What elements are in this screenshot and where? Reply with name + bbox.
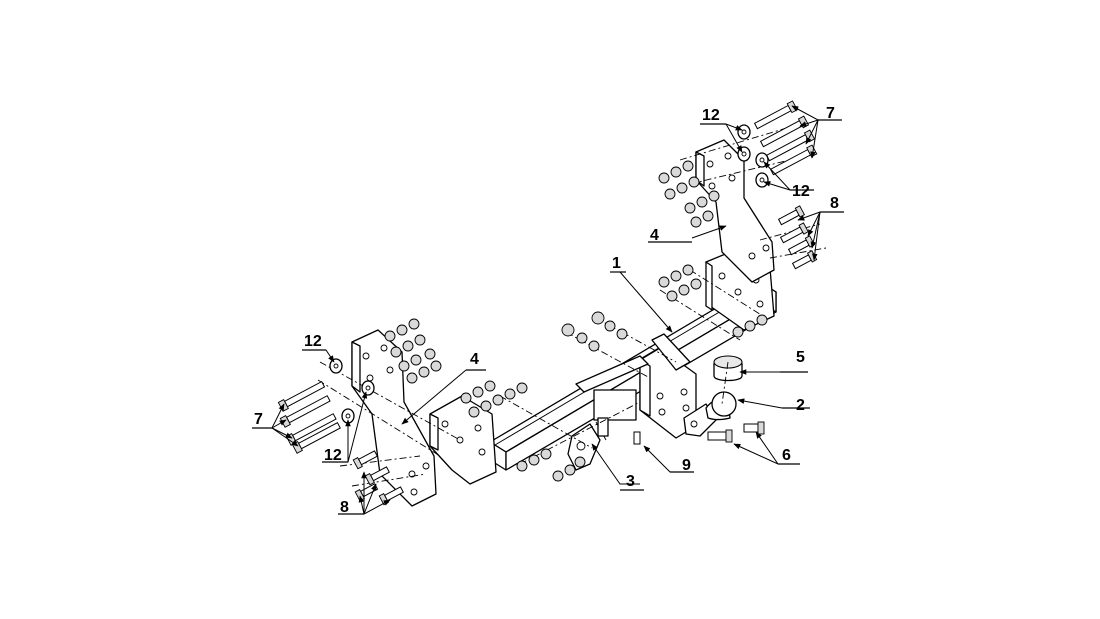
- nut-cluster-bottom: [516, 448, 586, 482]
- callout-8-right: 8: [830, 195, 839, 212]
- callout-12-top-left: 12: [304, 333, 322, 350]
- callout-8-left: 8: [340, 499, 349, 516]
- socket-bolt: [633, 431, 641, 445]
- callout-12-right-lower: 12: [792, 183, 810, 200]
- long-bolts-right: [753, 100, 818, 176]
- tow-ball-neck: [683, 391, 737, 437]
- nut-cluster-right-bracket: [658, 160, 720, 228]
- right-side-bracket: [695, 139, 775, 283]
- callout-4-right: 4: [650, 227, 659, 244]
- left-side-bracket: [351, 329, 437, 507]
- nut-cluster-left-plate: [460, 380, 528, 418]
- callout-3: 3: [626, 473, 635, 490]
- callout-12-bottom-left: 12: [324, 447, 342, 464]
- callout-4-left: 4: [470, 351, 479, 368]
- callout-1: 1: [612, 255, 621, 272]
- callout-5: 5: [796, 349, 805, 366]
- tow-ball-cap: [713, 355, 743, 382]
- nut-cluster-center: [561, 311, 628, 352]
- short-bolts-right: [777, 205, 818, 270]
- left-end-plate: [429, 395, 497, 485]
- nut-cluster-right-plate: [658, 264, 768, 338]
- callout-7-left: 7: [254, 411, 263, 428]
- washers-left: [329, 358, 375, 424]
- callout-2: 2: [796, 397, 805, 414]
- callout-7-right: 7: [826, 105, 835, 122]
- nut-cluster-left-bracket: [384, 318, 442, 384]
- short-bolts-left: [352, 450, 404, 506]
- long-bolts-left: [277, 380, 341, 454]
- callout-12-top-right: 12: [702, 107, 720, 124]
- callout-9: 9: [682, 457, 691, 474]
- callout-6: 6: [782, 447, 791, 464]
- callout-labels: 1 2 3 4 4 5 6 7 7 8 8 9 12 12 12 12: [252, 105, 844, 516]
- ball-bolts: [707, 421, 765, 443]
